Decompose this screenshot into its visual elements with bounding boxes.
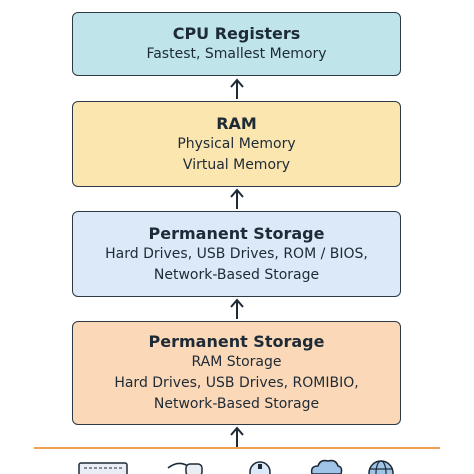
box-line: Network-Based Storage bbox=[153, 396, 320, 412]
box-line: Fastest, Smallest Memory bbox=[146, 46, 327, 62]
box-line: Hard Drives, USB Drives, ROMIBIO, bbox=[114, 375, 359, 391]
usb-drive-icon bbox=[249, 461, 271, 474]
box-permanent-storage-2: Permanent Storage RAM Storage Hard Drive… bbox=[72, 321, 401, 425]
arrow-up-icon bbox=[230, 298, 244, 319]
arrow-up-icon bbox=[230, 78, 244, 99]
globe-icon bbox=[368, 460, 394, 474]
box-line: Hard Drives, USB Drives, ROM / BIOS, bbox=[105, 245, 368, 262]
box-line: Virtual Memory bbox=[182, 156, 291, 173]
mouse-icon bbox=[167, 462, 203, 474]
box-cpu-registers: CPU Registers Fastest, Smallest Memory bbox=[72, 12, 401, 76]
box-permanent-storage: Permanent Storage Hard Drives, USB Drive… bbox=[72, 211, 401, 297]
arrow-up-icon bbox=[230, 188, 244, 209]
arrow-up-icon bbox=[230, 426, 244, 447]
box-line: Physical Memory bbox=[177, 135, 296, 152]
box-line: Network-Based Storage bbox=[153, 266, 320, 283]
box-ram: RAM Physical Memory Virtual Memory bbox=[72, 101, 401, 187]
box-title: Permanent Storage bbox=[148, 332, 325, 351]
divider-line bbox=[34, 447, 440, 449]
keyboard-icon bbox=[78, 462, 128, 474]
box-title: Permanent Storage bbox=[148, 223, 325, 243]
cloud-icon bbox=[310, 459, 343, 474]
box-title: CPU Registers bbox=[172, 24, 301, 43]
box-title: RAM bbox=[216, 113, 257, 133]
box-line: RAM Storage bbox=[191, 354, 282, 370]
